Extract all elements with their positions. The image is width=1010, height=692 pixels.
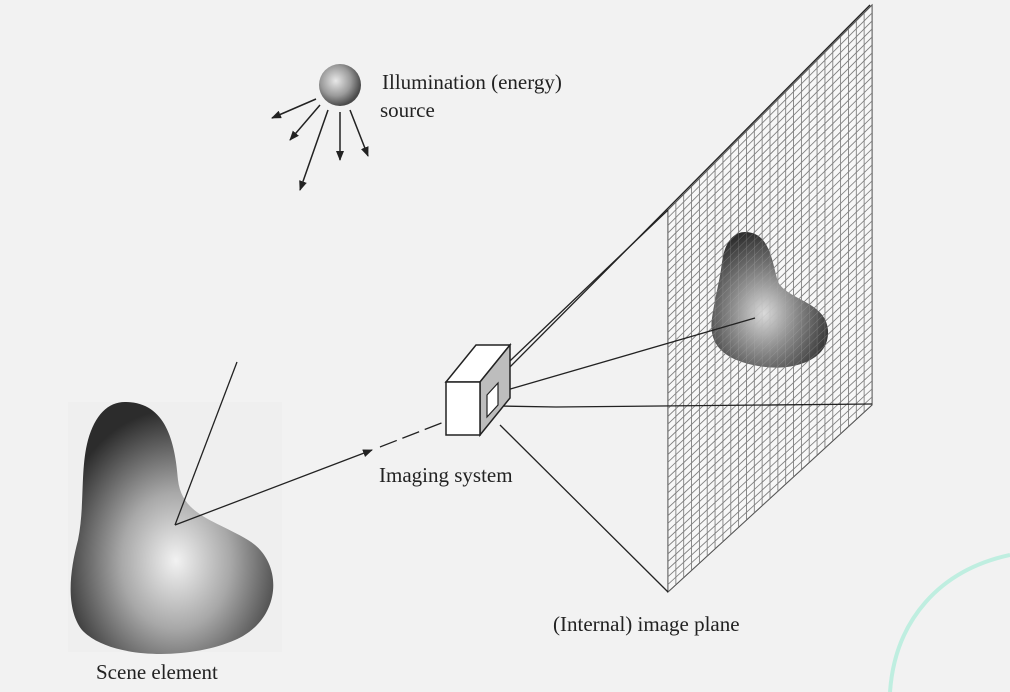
imaging-system bbox=[444, 342, 512, 438]
light-source-sphere bbox=[319, 64, 361, 106]
image-plane-label: (Internal) image plane bbox=[553, 612, 740, 636]
scene-element-label: Scene element bbox=[96, 660, 218, 684]
light-ray bbox=[289, 104, 321, 141]
decorative-arc bbox=[888, 553, 1010, 692]
light-ray bbox=[349, 109, 369, 157]
light-ray bbox=[271, 98, 317, 119]
illumination-label-line1: Illumination (energy) bbox=[382, 70, 562, 94]
reflected-ray-continuation bbox=[379, 421, 445, 448]
projection-lines bbox=[489, 4, 873, 593]
image-plane bbox=[667, 3, 873, 594]
imaging-system-label: Imaging system bbox=[379, 463, 513, 487]
illumination-label-line2: source bbox=[380, 98, 435, 122]
scene-normal-line bbox=[174, 361, 238, 526]
light-ray bbox=[299, 109, 329, 191]
reflected-ray bbox=[174, 449, 373, 526]
projected-image bbox=[711, 232, 829, 368]
illumination-source bbox=[271, 64, 369, 191]
scene-object bbox=[70, 402, 274, 654]
scene-element bbox=[68, 361, 445, 654]
